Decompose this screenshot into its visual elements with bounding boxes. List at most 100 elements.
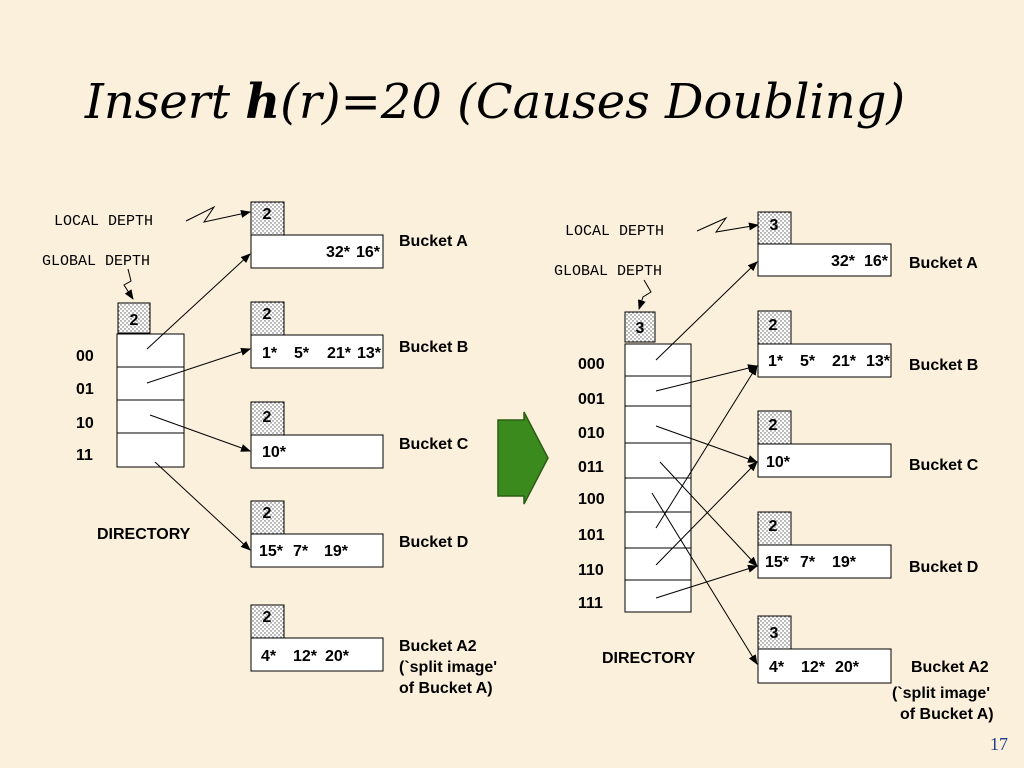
directory-label: DIRECTORY: [602, 650, 696, 667]
bucket-a: 3 32* 16* Bucket A: [757, 211, 978, 277]
local-depth-box: [757, 211, 792, 245]
local-depth-value: 2: [263, 409, 272, 426]
bucket-name: Bucket C: [399, 436, 469, 453]
directory-entry: 110: [578, 562, 604, 579]
bucket-name: of Bucket A): [399, 680, 493, 697]
local-depth-box: [250, 301, 285, 336]
bucket-c: 2 10* Bucket C: [757, 410, 979, 478]
title-bold: h: [245, 74, 281, 130]
bucket-entry: 16*: [864, 253, 889, 270]
bucket-a2: 2 4* 12* 20* Bucket A2 (`split image' of…: [250, 604, 497, 697]
bucket-entry: 32*: [326, 244, 351, 261]
local-depth-value: 2: [263, 306, 272, 323]
pointer-111-to-d: [655, 564, 758, 599]
global-depth-value: 2: [130, 312, 139, 329]
bucket-entry: 10*: [262, 444, 287, 461]
local-depth-box: [757, 410, 792, 445]
left-diagram: LOCAL DEPTH GLOBAL DEPTH 2 00 01 10 11 D…: [42, 201, 497, 697]
pointer-011-to-d: [659, 461, 758, 567]
bucket-entry: 16*: [356, 244, 381, 261]
bucket-page: [757, 648, 892, 684]
bucket-entry: 15*: [765, 554, 790, 571]
directory-entry: 11: [76, 447, 93, 464]
global-depth-pointer: [123, 268, 134, 300]
title-post: 20 (Causes Doubling): [380, 74, 906, 130]
pointer-001-to-b: [655, 364, 758, 392]
directory-entry: 01: [76, 381, 94, 398]
global-depth-box: [624, 311, 656, 343]
directory-entry: 101: [578, 527, 605, 544]
bucket-page: [250, 637, 384, 672]
bucket-entry: 4*: [261, 648, 277, 665]
local-depth-box: [757, 310, 792, 345]
bucket-entry: 32*: [831, 253, 856, 270]
bucket-entry: 1*: [262, 345, 278, 362]
bucket-entry: 19*: [832, 554, 857, 571]
bucket-d: 2 15* 7* 19* Bucket D: [757, 511, 978, 579]
bucket-c: 2 10* Bucket C: [250, 401, 469, 469]
directory-entry: 00: [76, 348, 94, 365]
bucket-name: Bucket A: [909, 255, 978, 272]
slide-title: Insert h(r)=20 (Causes Doubling): [0, 74, 990, 130]
bucket-name: Bucket A2: [399, 638, 477, 655]
bucket-name: Bucket B: [399, 339, 468, 356]
global-depth-value: 3: [636, 320, 645, 337]
bucket-entry: 21*: [327, 345, 352, 362]
bucket-entry: 7*: [800, 554, 816, 571]
bucket-a2: 3 4* 12* 20* Bucket A2 (`split image' of…: [757, 615, 994, 723]
local-depth-label: LOCAL DEPTH: [565, 223, 664, 240]
slide-number: 17: [990, 734, 1008, 754]
directory-entry: 001: [578, 391, 605, 408]
bucket-name: Bucket C: [909, 457, 979, 474]
directory-entry: 011: [578, 459, 604, 476]
global-depth-box: [117, 302, 151, 334]
title-pre: Insert: [84, 74, 246, 130]
pointer-00-to-a: [146, 253, 251, 350]
local-depth-value: 3: [770, 625, 779, 642]
bucket-name: (`split image': [399, 659, 497, 676]
bucket-page: [757, 544, 892, 579]
bucket-entry: 12*: [293, 648, 318, 665]
bucket-entry: 13*: [357, 345, 382, 362]
bucket-page: [250, 533, 384, 568]
bucket-a: 2 32* 16* Bucket A: [250, 201, 468, 269]
directory-entry: 10: [76, 415, 94, 432]
bucket-entry: 20*: [835, 659, 860, 676]
pointer-010-to-c: [655, 425, 758, 463]
bucket-entry: 7*: [293, 543, 309, 560]
local-depth-value: 2: [769, 417, 778, 434]
pointer-110-to-c: [655, 461, 758, 566]
bucket-page: [757, 343, 892, 378]
global-depth-label: GLOBAL DEPTH: [42, 253, 150, 270]
right-diagram: LOCAL DEPTH GLOBAL DEPTH 3 000 001 010 0…: [554, 211, 994, 723]
bucket-name: of Bucket A): [900, 706, 994, 723]
bucket-page: [250, 234, 384, 269]
local-depth-box: [757, 511, 792, 546]
bucket-entry: 10*: [766, 454, 791, 471]
bucket-entry: 13*: [866, 353, 891, 370]
bucket-name: (`split image': [892, 685, 990, 702]
local-depth-box: [250, 201, 285, 236]
pointer-101-to-b: [655, 365, 758, 529]
local-depth-value: 3: [770, 217, 779, 234]
bucket-name: Bucket D: [909, 559, 978, 576]
directory-label: DIRECTORY: [97, 526, 191, 543]
transition-arrow-icon: [497, 411, 549, 505]
bucket-entry: 12*: [801, 659, 826, 676]
local-depth-value: 2: [263, 505, 272, 522]
directory-entry: 010: [578, 425, 605, 442]
bucket-entry: 1*: [768, 353, 784, 370]
local-depth-value: 2: [263, 206, 272, 223]
bucket-entry: 5*: [800, 353, 816, 370]
bucket-b: 2 1* 5* 21* 13* Bucket B: [250, 301, 468, 369]
bucket-entry: 5*: [294, 345, 310, 362]
bucket-entry: 20*: [325, 648, 350, 665]
bucket-page: [757, 443, 892, 478]
global-depth-label: GLOBAL DEPTH: [554, 263, 662, 280]
pointer-01-to-b: [146, 348, 251, 384]
directory-entry: 100: [578, 491, 605, 508]
title-mid: (r)=: [280, 74, 381, 130]
pointer-11-to-d: [154, 461, 251, 551]
local-depth-pointer: [185, 205, 251, 223]
